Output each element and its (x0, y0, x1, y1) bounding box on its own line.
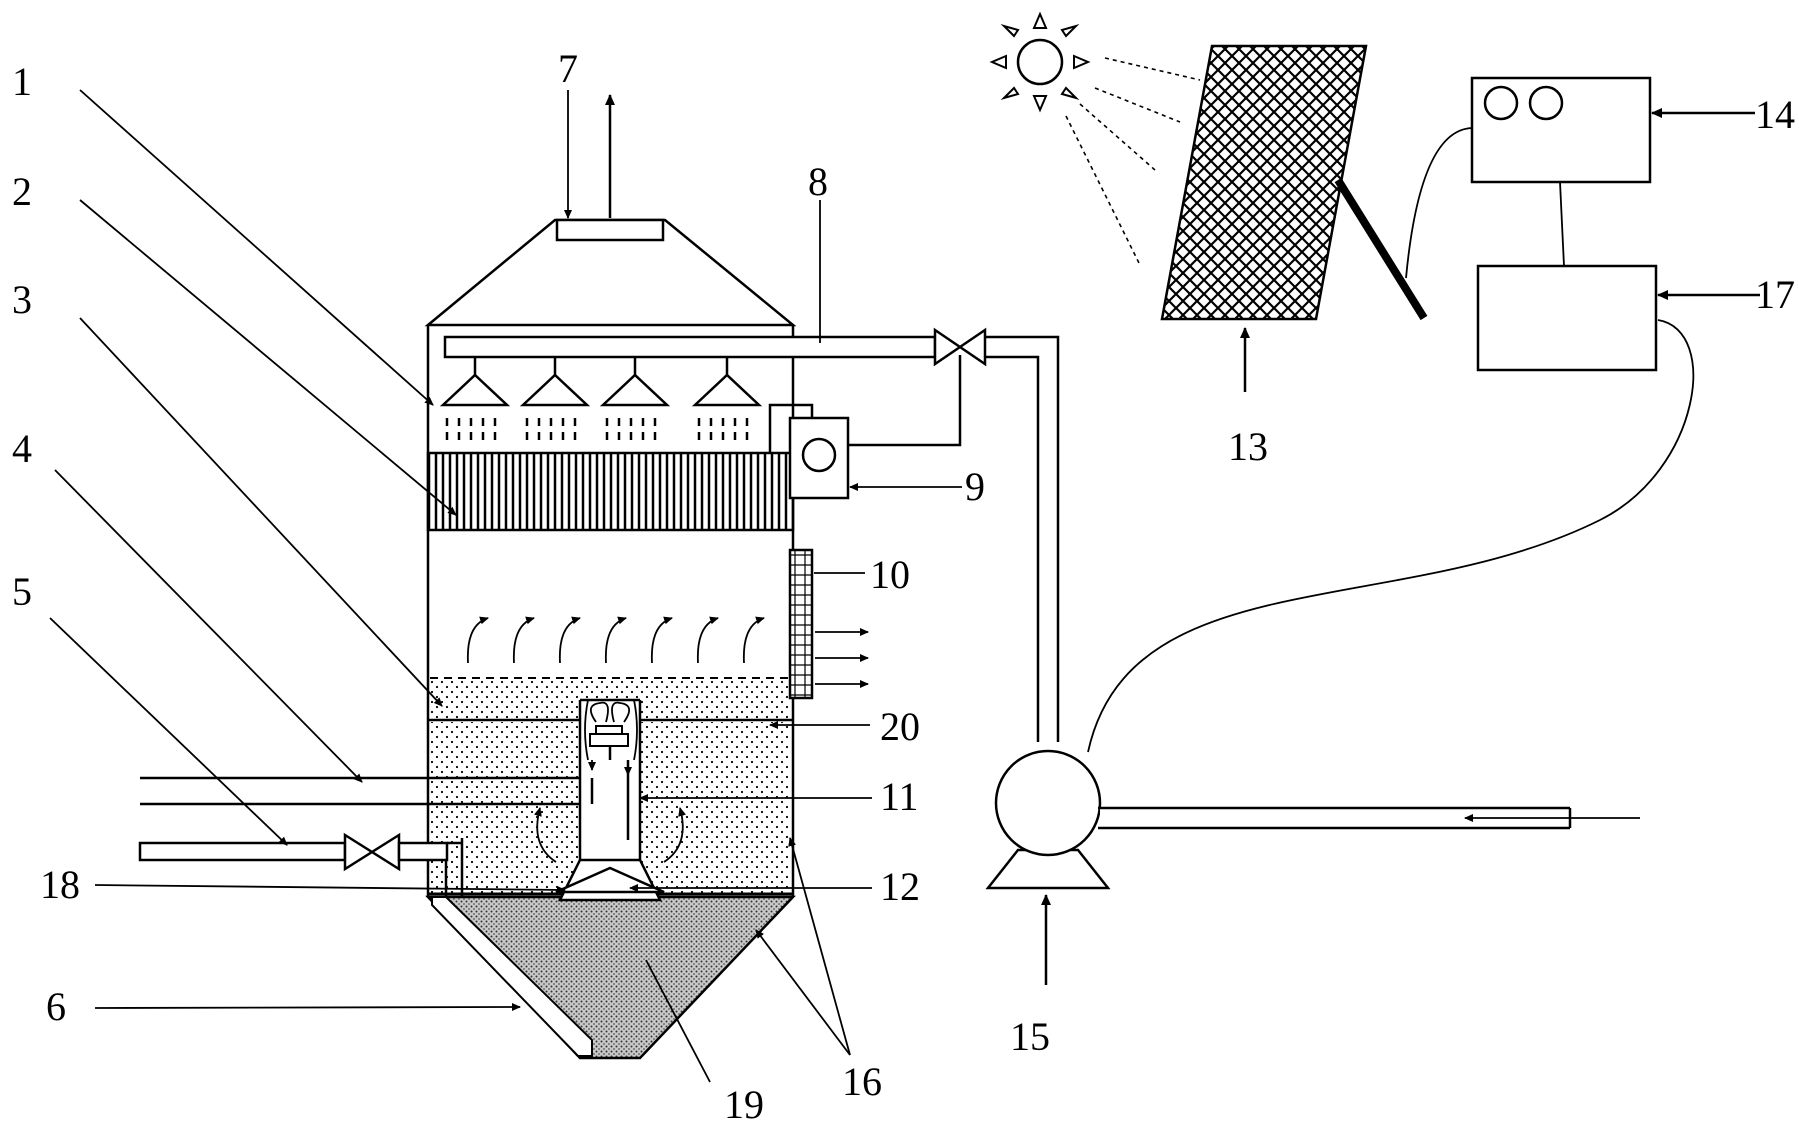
sediment-cone (425, 895, 796, 1060)
label-7: 7 (558, 46, 578, 91)
gas-inlet-pipe (140, 776, 592, 806)
label-10: 10 (870, 552, 910, 597)
label-20: 20 (880, 704, 920, 749)
label-11: 11 (880, 774, 919, 819)
label-17: 17 (1755, 272, 1795, 317)
label-13: 13 (1228, 424, 1268, 469)
gas-flow-arrows (466, 616, 765, 664)
level-gauge (788, 548, 869, 700)
circulation-pump (985, 749, 1640, 985)
label-15: 15 (1010, 1014, 1050, 1059)
spray-header (443, 335, 937, 359)
packing-layer (426, 451, 795, 532)
absorption-tower (424, 94, 937, 1060)
label-16: 16 (842, 1059, 882, 1104)
label-14: 14 (1755, 92, 1795, 137)
label-6: 6 (46, 984, 66, 1029)
gas-outlet (555, 218, 665, 242)
label-5: 5 (12, 569, 32, 614)
label-19: 19 (724, 1082, 764, 1127)
spray-nozzles (439, 355, 761, 407)
spray-valve (933, 327, 1060, 742)
spray-droplets (445, 416, 749, 442)
leader-lines (49, 89, 962, 1083)
label-8: 8 (808, 159, 828, 204)
label-18: 18 (40, 862, 80, 907)
sun-icon (989, 11, 1201, 266)
battery-box (1087, 181, 1760, 753)
jet-aerator (534, 698, 686, 902)
label-1: 1 (12, 59, 32, 104)
discharge-pipe (138, 832, 462, 872)
solar-panel (1160, 44, 1428, 392)
part-labels: 1 2 3 4 5 6 7 8 9 10 11 12 13 14 15 16 1… (12, 46, 1795, 1127)
controller (1405, 76, 1755, 279)
label-4: 4 (12, 426, 32, 471)
flow-meter (768, 355, 962, 500)
label-3: 3 (12, 277, 32, 322)
label-9: 9 (965, 464, 985, 509)
label-12: 12 (880, 864, 920, 909)
label-2: 2 (12, 169, 32, 214)
